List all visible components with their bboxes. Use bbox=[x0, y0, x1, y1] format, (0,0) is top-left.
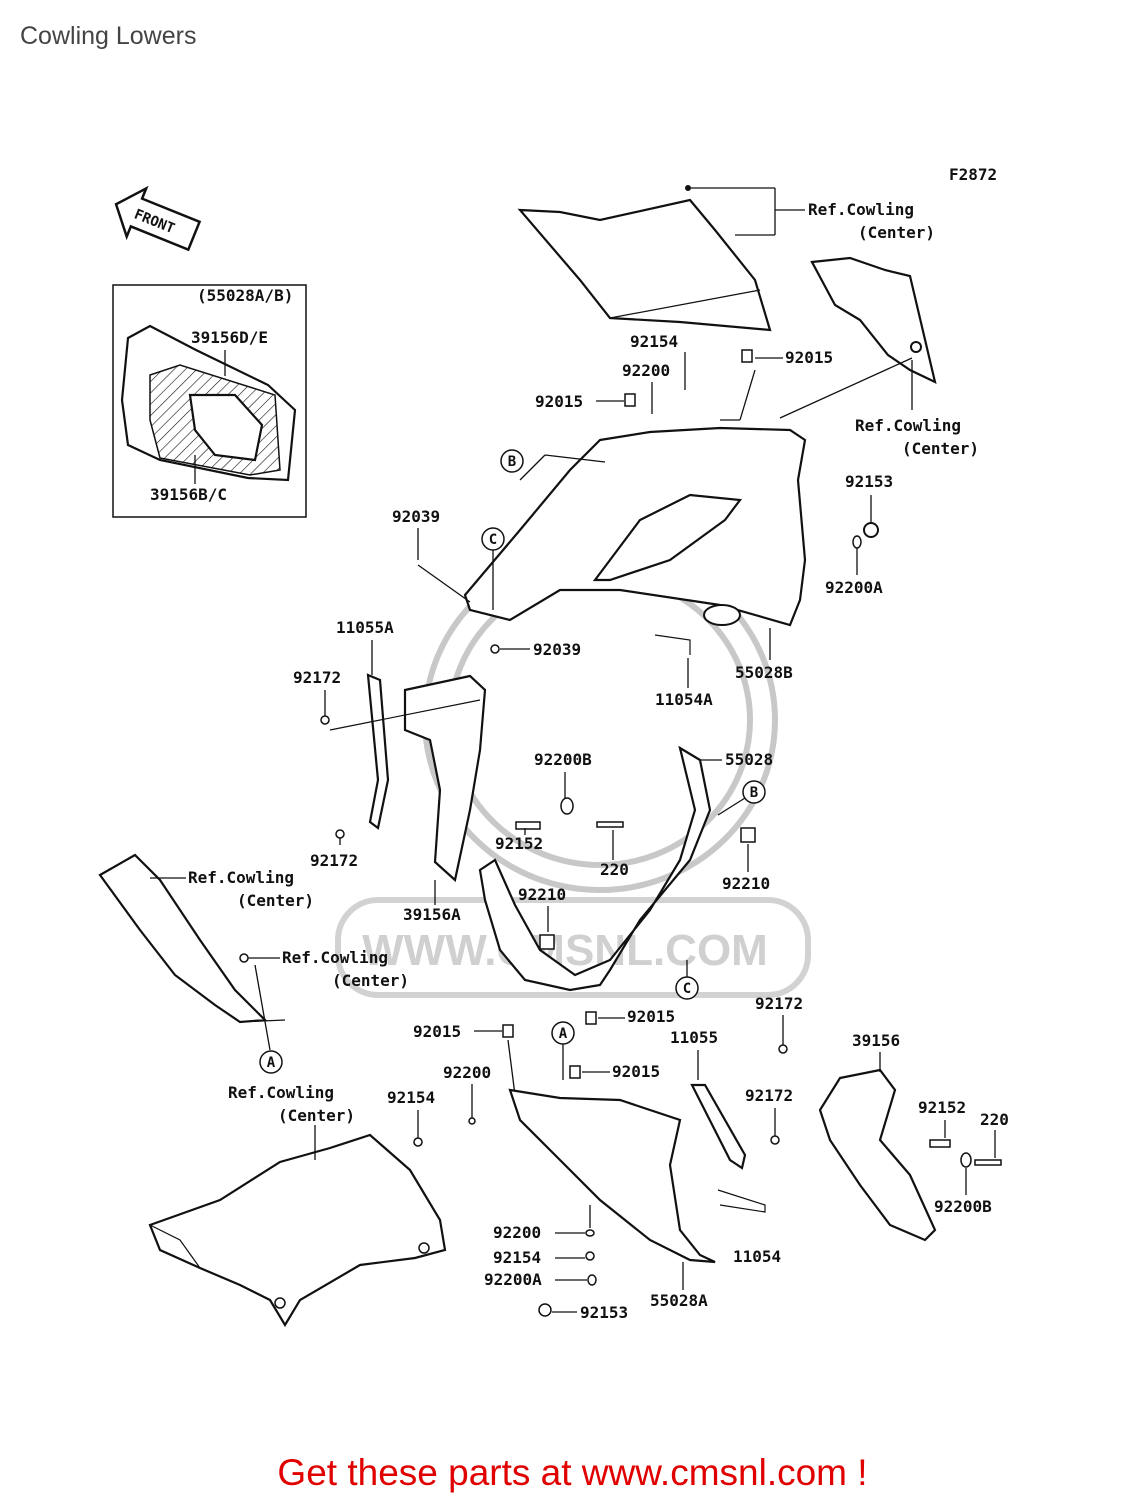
callout-B-2: B bbox=[717, 780, 766, 816]
label-92200A-b: 92200A bbox=[484, 1270, 542, 1289]
ref-cowling-3: Ref.Cowling bbox=[188, 868, 294, 887]
label-55028: 55028 bbox=[725, 750, 773, 769]
svg-text:B: B bbox=[750, 785, 758, 801]
ref-center-5: (Center) bbox=[278, 1106, 355, 1125]
part-39156A: 92172 92172 39156A bbox=[293, 668, 487, 924]
label-92153-a: 92153 bbox=[845, 472, 893, 491]
label-92015-b: 92015 bbox=[535, 392, 583, 411]
front-arrow-icon: FRONT bbox=[114, 185, 202, 252]
get-parts-link[interactable]: Get these parts at www.cmsnl.com ! bbox=[277, 1452, 868, 1493]
callout-B-1: B bbox=[500, 449, 524, 473]
label-92015-d: 92015 bbox=[413, 1022, 461, 1041]
label-92039-b: 92039 bbox=[533, 640, 581, 659]
inset-55028AB: (55028A/B) 39156D/E 39156B/C bbox=[112, 284, 307, 518]
label-92200B-b: 92200B bbox=[934, 1197, 992, 1216]
label-92172-c: 92172 bbox=[755, 994, 803, 1013]
label-55028A: 55028A bbox=[650, 1291, 708, 1310]
page-title: Cowling Lowers bbox=[20, 22, 197, 50]
part-55028A: 92200 11054 92154 92200A 55028A 92153 bbox=[484, 1083, 781, 1322]
label-92200-a: 92200 bbox=[622, 361, 670, 380]
ref-center-1: (Center) bbox=[858, 223, 935, 242]
ref-cowling-bottom-left: Ref.Cowling (Center) bbox=[148, 1083, 447, 1328]
figure-code: F2872 bbox=[949, 165, 997, 184]
callout-A-1: A bbox=[259, 1050, 283, 1074]
callout-A-2: A bbox=[551, 1021, 575, 1080]
label-11054: 11054 bbox=[733, 1247, 781, 1266]
ref-cowling-1: Ref.Cowling bbox=[808, 200, 914, 219]
svg-text:A: A bbox=[267, 1055, 276, 1071]
fasteners-middle: 92200B 92152 220 55028 92210 bbox=[495, 750, 773, 893]
label-220-a: 220 bbox=[600, 860, 629, 879]
label-92153-b: 92153 bbox=[580, 1303, 628, 1322]
label-92015-c: 92015 bbox=[627, 1007, 675, 1026]
callout-C-1: C bbox=[481, 527, 505, 610]
label-39156A: 39156A bbox=[403, 905, 461, 924]
label-92154-c: 92154 bbox=[493, 1248, 541, 1267]
ref-center-2: (Center) bbox=[902, 439, 979, 458]
ref-cowling-left: Ref.Cowling (Center) Ref.Cowling (Center… bbox=[98, 853, 409, 1051]
label-92172-d: 92172 bbox=[745, 1086, 793, 1105]
label-11055: 11055 bbox=[670, 1028, 718, 1047]
label-92015-e: 92015 bbox=[612, 1062, 660, 1081]
part-55028: 92210 bbox=[478, 745, 712, 992]
svg-text:C: C bbox=[489, 532, 497, 548]
part-39156: 39156 92152 220 92200B bbox=[818, 1031, 1009, 1242]
label-11055A: 11055A bbox=[336, 618, 394, 637]
label-39156DE: 39156D/E bbox=[191, 328, 268, 347]
ref-cowling-right: Ref.Cowling (Center) bbox=[779, 256, 979, 458]
label-55028B: 55028B bbox=[735, 663, 793, 682]
label-92210-b: 92210 bbox=[518, 885, 566, 904]
ref-cowling-top: Ref.Cowling (Center) bbox=[517, 185, 935, 332]
label-92200A-a: 92200A bbox=[825, 578, 883, 597]
svg-text:A: A bbox=[559, 1026, 568, 1042]
label-92200-c: 92200 bbox=[493, 1223, 541, 1242]
callout-C-2: C bbox=[675, 960, 699, 1000]
label-92015-a: 92015 bbox=[785, 348, 833, 367]
label-92172-a: 92172 bbox=[293, 668, 341, 687]
label-39156BC: 39156B/C bbox=[150, 485, 227, 504]
label-92154-b: 92154 bbox=[387, 1088, 435, 1107]
labels-lower-center: 92015 92015 92015 92200 92154 92172 1105… bbox=[387, 994, 803, 1147]
label-220-b: 220 bbox=[980, 1110, 1009, 1129]
label-92210-a: 92210 bbox=[722, 874, 770, 893]
label-92152-a: 92152 bbox=[495, 834, 543, 853]
label-92172-b: 92172 bbox=[310, 851, 358, 870]
label-39156: 39156 bbox=[852, 1031, 900, 1050]
label-11054A: 11054A bbox=[655, 690, 713, 709]
ref-center-3: (Center) bbox=[237, 891, 314, 910]
inset-title: (55028A/B) bbox=[197, 286, 293, 305]
part-55028B bbox=[463, 426, 807, 655]
labels-top-group: 92154 92015 92200 92015 92153 92200A 920… bbox=[336, 332, 893, 709]
label-92154-a: 92154 bbox=[630, 332, 678, 351]
ref-cowling-5: Ref.Cowling bbox=[228, 1083, 334, 1102]
svg-text:C: C bbox=[683, 981, 691, 997]
label-92039-a: 92039 bbox=[392, 507, 440, 526]
ref-cowling-2: Ref.Cowling bbox=[855, 416, 961, 435]
svg-text:B: B bbox=[508, 454, 516, 470]
label-92200-b: 92200 bbox=[443, 1063, 491, 1082]
label-92152-b: 92152 bbox=[918, 1098, 966, 1117]
ref-cowling-4: Ref.Cowling bbox=[282, 948, 388, 967]
ref-center-4: (Center) bbox=[332, 971, 409, 990]
label-92200B-a: 92200B bbox=[534, 750, 592, 769]
